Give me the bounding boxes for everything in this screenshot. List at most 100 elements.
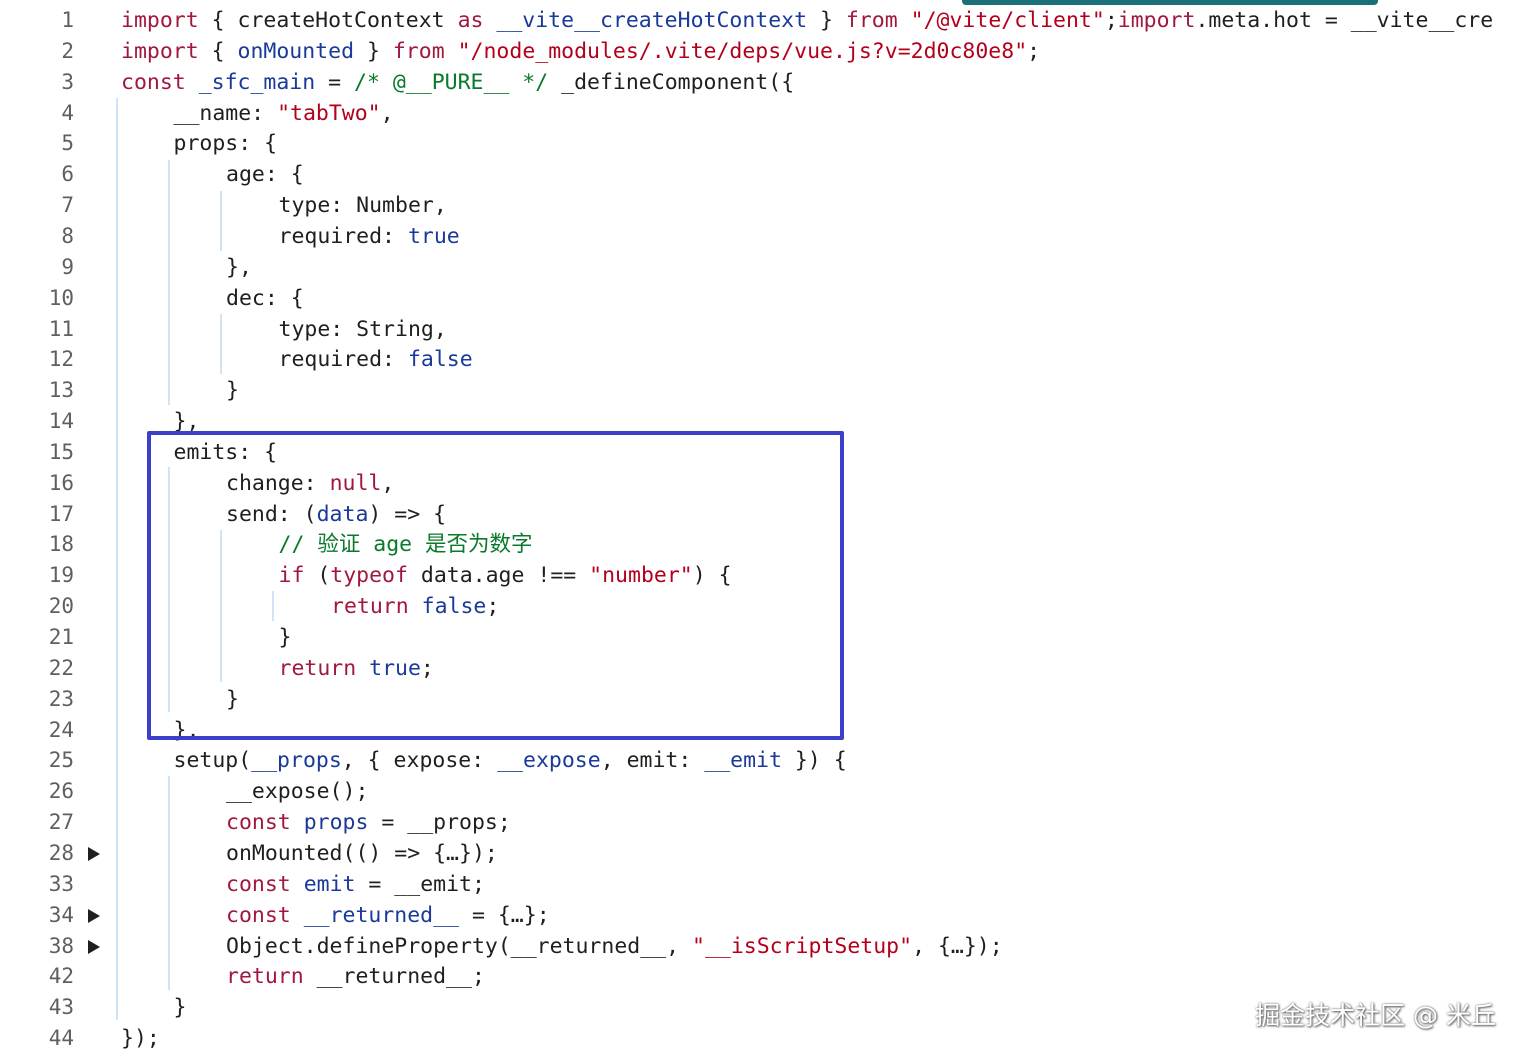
line-number: 20 bbox=[48, 594, 74, 619]
indent-guide bbox=[168, 160, 170, 405]
code-token: = bbox=[315, 69, 355, 95]
line-number: 26 bbox=[48, 779, 74, 804]
code-line: 9}, bbox=[0, 252, 1522, 283]
code-text: return false; bbox=[331, 591, 499, 622]
code-text: const props = __props; bbox=[226, 807, 511, 838]
line-number: 34 bbox=[48, 902, 74, 927]
code-text: setup(__props, { expose: __expose, emit:… bbox=[174, 745, 847, 776]
code-line: 21} bbox=[0, 622, 1522, 653]
code-token: typeof bbox=[330, 563, 408, 589]
code-text: return true; bbox=[279, 653, 434, 684]
code-text: type: Number, bbox=[279, 190, 447, 221]
code-text: } bbox=[226, 375, 239, 406]
code-token: from bbox=[845, 8, 898, 33]
code-token bbox=[898, 8, 911, 33]
code-text: } bbox=[174, 992, 187, 1023]
line-number: 15 bbox=[48, 439, 74, 464]
line-number: 12 bbox=[48, 347, 74, 372]
code-text: import { onMounted } from "/node_modules… bbox=[121, 36, 1040, 67]
code-token: import bbox=[121, 8, 199, 33]
code-token: { bbox=[198, 38, 238, 64]
code-token: } bbox=[226, 378, 239, 404]
line-number: 24 bbox=[48, 717, 74, 742]
code-text: send: (data) => { bbox=[226, 499, 446, 530]
line-number: 4 bbox=[61, 100, 74, 125]
code-token: }) { bbox=[781, 748, 847, 774]
code-token: ; bbox=[420, 655, 434, 681]
code-text: const emit = __emit; bbox=[226, 869, 485, 900]
code-text: // 验证 age 是否为数字 bbox=[279, 529, 533, 560]
emits-highlight-box bbox=[147, 431, 844, 740]
line-number: 16 bbox=[48, 470, 74, 495]
code-token: import bbox=[1117, 8, 1196, 33]
line-number: 22 bbox=[48, 655, 74, 680]
code-line: 5 props: { bbox=[0, 128, 1522, 159]
line-number: 2 bbox=[61, 38, 74, 63]
line-number: 9 bbox=[61, 254, 74, 279]
code-text: onMounted(() => {…}); bbox=[226, 838, 498, 869]
fold-expand-icon[interactable] bbox=[88, 908, 100, 923]
code-token: required: bbox=[278, 347, 408, 373]
indent-guide bbox=[168, 776, 170, 990]
fold-expand-icon[interactable] bbox=[88, 846, 100, 861]
code-line: 17 send: (data) => { bbox=[0, 499, 1522, 530]
code-text: return __returned__; bbox=[226, 961, 485, 992]
code-token: ) { bbox=[692, 563, 732, 589]
indent-guide bbox=[220, 191, 222, 251]
code-token: , bbox=[381, 470, 395, 496]
code-text: __name: "tabTwo", bbox=[174, 98, 394, 129]
code-line: 22 return true; bbox=[0, 653, 1522, 684]
code-token: return bbox=[226, 964, 304, 990]
code-token: from bbox=[392, 38, 445, 64]
code-token: __emit bbox=[704, 748, 782, 774]
fold-expand-icon[interactable] bbox=[88, 939, 100, 954]
line-number: 17 bbox=[48, 501, 74, 526]
code-token: ) => { bbox=[368, 501, 447, 527]
code-token: __props bbox=[251, 748, 342, 774]
code-token: /* @__PURE__ */ bbox=[354, 69, 549, 95]
code-token bbox=[291, 810, 304, 835]
line-number: 1 bbox=[61, 8, 74, 32]
tab-accent-bar bbox=[962, 0, 1378, 5]
code-token: as bbox=[457, 8, 484, 33]
code-token: _sfc_main bbox=[198, 69, 316, 95]
line-number: 27 bbox=[48, 810, 74, 835]
code-token: type: String, bbox=[278, 316, 447, 342]
code-token: = {…}; bbox=[459, 902, 550, 928]
code-text: required: false bbox=[279, 344, 473, 375]
indent-guide bbox=[168, 467, 170, 712]
line-number: 5 bbox=[61, 131, 74, 156]
code-token: "number" bbox=[589, 563, 693, 589]
code-line: 27 const props = __props; bbox=[0, 807, 1522, 838]
code-line: 20 return false; bbox=[0, 591, 1522, 622]
line-number: 14 bbox=[48, 409, 74, 434]
code-text: const _sfc_main = /* @__PURE__ */ _defin… bbox=[121, 67, 794, 98]
code-token: ; bbox=[486, 594, 500, 620]
code-token bbox=[291, 872, 304, 897]
code-token: } bbox=[807, 8, 846, 33]
code-token: "/node_modules/.vite/deps/vue.js?v=2d0c8… bbox=[457, 38, 1028, 64]
code-token: Object.defineProperty(__returned__, bbox=[226, 933, 692, 959]
code-line: 26__expose(); bbox=[0, 776, 1522, 807]
code-token: data bbox=[316, 501, 369, 527]
line-number: 38 bbox=[48, 933, 74, 958]
code-token: dec: { bbox=[226, 285, 304, 311]
code-token bbox=[445, 39, 458, 64]
code-token: import bbox=[121, 38, 199, 64]
code-token: } bbox=[278, 625, 292, 650]
code-token: }, bbox=[226, 254, 252, 280]
code-token: , {…}); bbox=[912, 933, 1003, 959]
code-token: , bbox=[380, 100, 394, 126]
code-line: 44}); bbox=[0, 1023, 1522, 1054]
code-text: if (typeof data.age !== "number") { bbox=[279, 560, 732, 591]
line-number: 11 bbox=[48, 316, 74, 341]
code-text: props: { bbox=[174, 128, 278, 159]
code-token: } bbox=[354, 38, 393, 64]
line-number: 42 bbox=[48, 964, 74, 989]
